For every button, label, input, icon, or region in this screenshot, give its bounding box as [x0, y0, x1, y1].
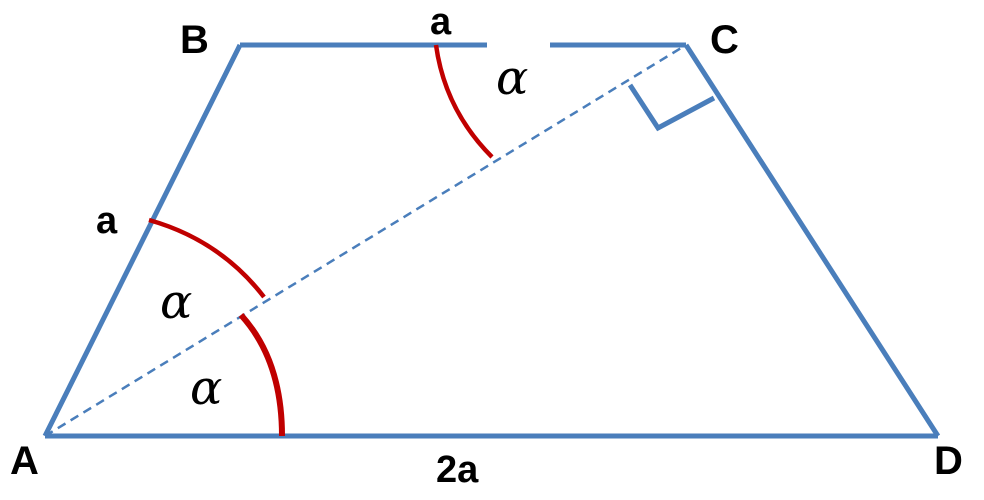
side-label-ab: a — [96, 200, 118, 242]
side-ab — [42, 43, 243, 438]
vertex-label-b: B — [180, 18, 209, 62]
angle-arc-c — [433, 44, 494, 159]
angle-label-a-lower: α — [190, 360, 222, 416]
side-cd — [683, 43, 941, 438]
vertex-label-a: A — [10, 439, 39, 483]
side-label-bc: a — [430, 1, 452, 43]
angle-arc-a-lower — [238, 312, 285, 437]
vertex-label-c: C — [710, 18, 739, 62]
angle-label-c: α — [496, 50, 528, 106]
side-label-ad: 2a — [436, 449, 479, 491]
right-angle-marker — [627, 83, 716, 132]
diagonal-ac — [44, 43, 687, 438]
angle-label-a-upper: α — [160, 274, 192, 330]
angle-arc-a-upper — [148, 217, 266, 299]
vertex-label-d: D — [934, 439, 963, 483]
